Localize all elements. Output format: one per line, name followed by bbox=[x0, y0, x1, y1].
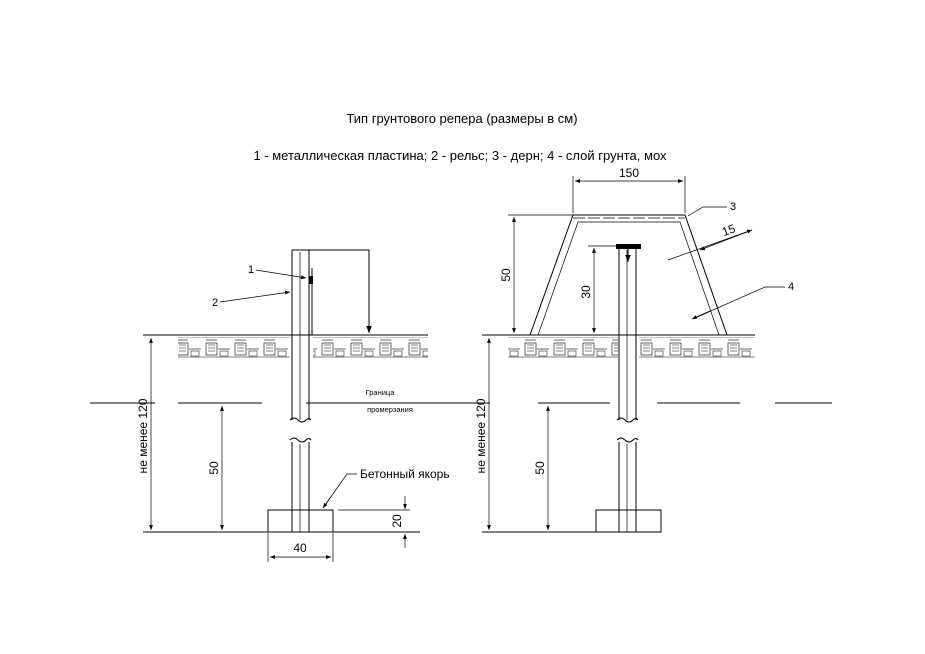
anchor-height: 20 bbox=[390, 514, 404, 528]
left-callout-1: 1 bbox=[248, 264, 254, 276]
diagram-title: Тип грунтового репера (размеры в см) bbox=[346, 111, 577, 126]
right-depth-label: не менее 120 bbox=[474, 398, 488, 473]
mound-outline bbox=[529, 214, 728, 336]
right-soil-hatch bbox=[508, 337, 618, 359]
left-soil-hatch bbox=[178, 337, 290, 359]
right-benchmark: 150 50 30 15 3 4 не менее 120 50 bbox=[474, 166, 832, 533]
legend-text: 1 - металлическая пластина; 2 - рельс; 3… bbox=[253, 148, 667, 163]
right-freeze-depth: 50 bbox=[533, 461, 547, 475]
right-metal-plate bbox=[616, 244, 641, 249]
sod-thickness: 15 bbox=[720, 221, 738, 239]
left-soil-hatch-right bbox=[313, 337, 428, 359]
concrete-anchor bbox=[267, 509, 334, 533]
mound-height: 50 bbox=[499, 268, 513, 282]
freeze-line-label-2: промерзания bbox=[367, 405, 413, 414]
right-soil-hatch-right bbox=[639, 337, 755, 359]
freeze-boundary-label: Граница промерзания bbox=[306, 388, 490, 414]
metal-plate bbox=[309, 276, 313, 284]
freeze-line-label-1: Граница bbox=[366, 388, 396, 397]
right-callout-4: 4 bbox=[788, 281, 794, 293]
rail-height: 30 bbox=[579, 285, 593, 299]
left-depth-label: не менее 120 bbox=[136, 398, 150, 473]
anchor-width: 40 bbox=[293, 541, 307, 555]
left-callout-2: 2 bbox=[212, 297, 218, 309]
anchor-label: Бетонный якорь bbox=[360, 467, 450, 481]
right-concrete-anchor bbox=[595, 509, 662, 533]
left-benchmark: 1 2 Бетонный якорь не менее 120 50 20 40 bbox=[90, 249, 450, 562]
mound-top-width: 150 bbox=[619, 166, 639, 180]
right-callout-3: 3 bbox=[730, 201, 736, 213]
left-freeze-depth: 50 bbox=[207, 461, 221, 475]
